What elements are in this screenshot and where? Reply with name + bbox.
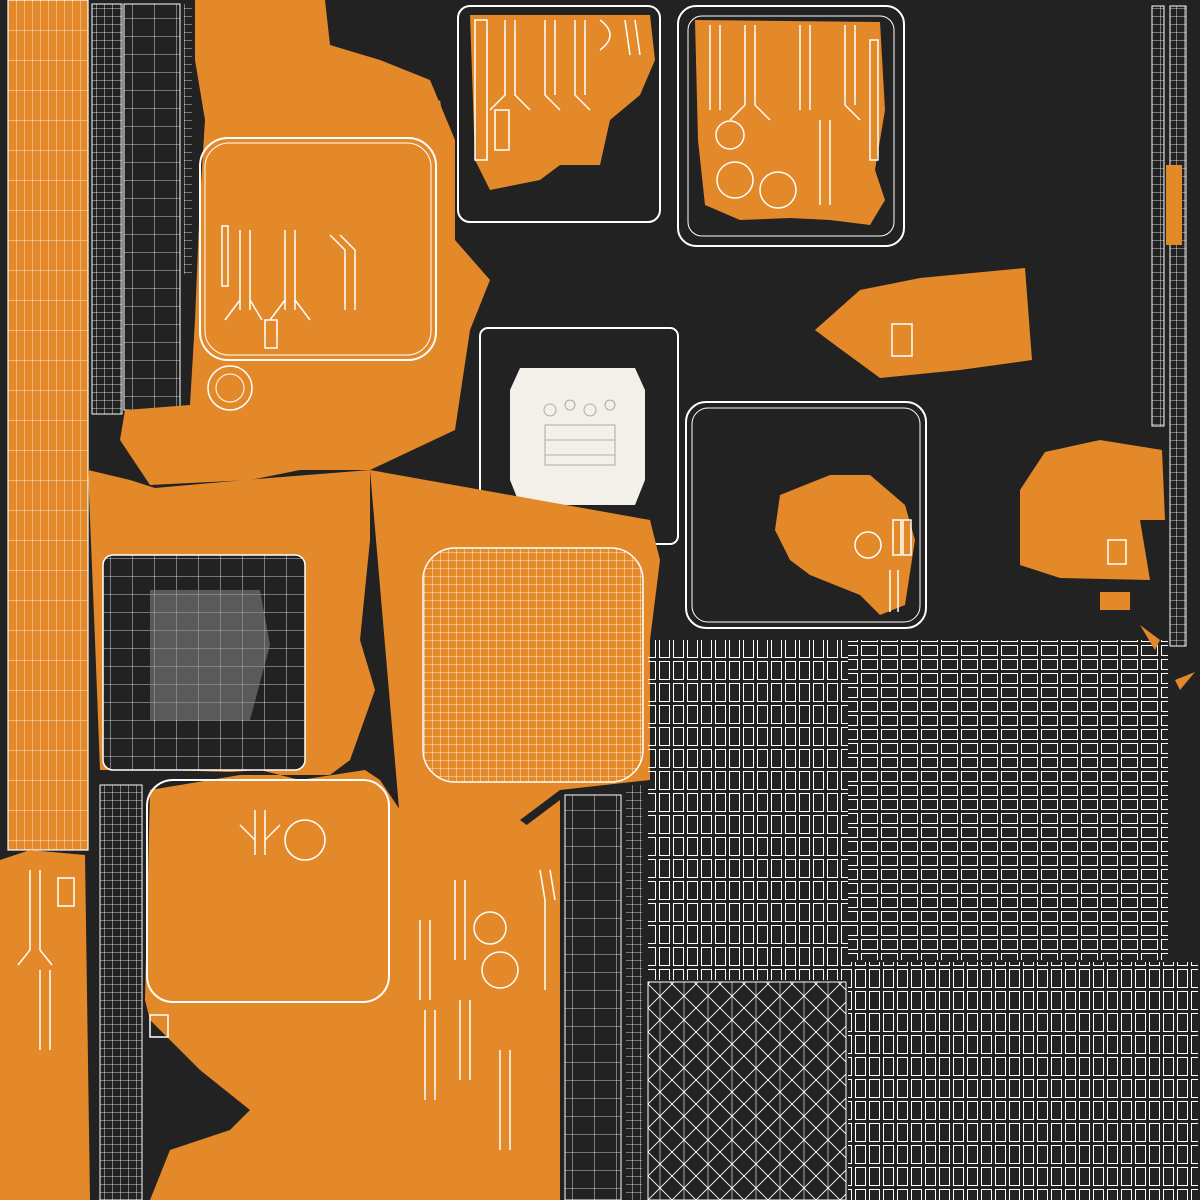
uv-island-top-box-1 [457,5,661,223]
uv-island-large-orange-main [120,0,490,485]
uv-small-fragments [195,0,1195,690]
uv-island-wire-mesh [422,547,644,783]
uv-island-right-1 [815,268,1032,378]
uv-island-lower-panel [146,779,390,1003]
wireframe-column-left [91,3,192,415]
uv-brick-field [647,640,1198,1200]
uv-island-dark-wire-grid [102,554,306,771]
uv-island-top-box-2 [677,5,905,247]
wireframe-column-right [1151,5,1187,647]
uv-cluster-trees-2 [17,869,556,1150]
uv-cluster-trees-1 [221,225,356,349]
uv-island-right-2 [1020,440,1165,580]
wireframe-column-bottom-mid [99,784,642,1200]
uv-island-mid-box [685,401,927,629]
uv-island-left-strip [7,0,89,851]
